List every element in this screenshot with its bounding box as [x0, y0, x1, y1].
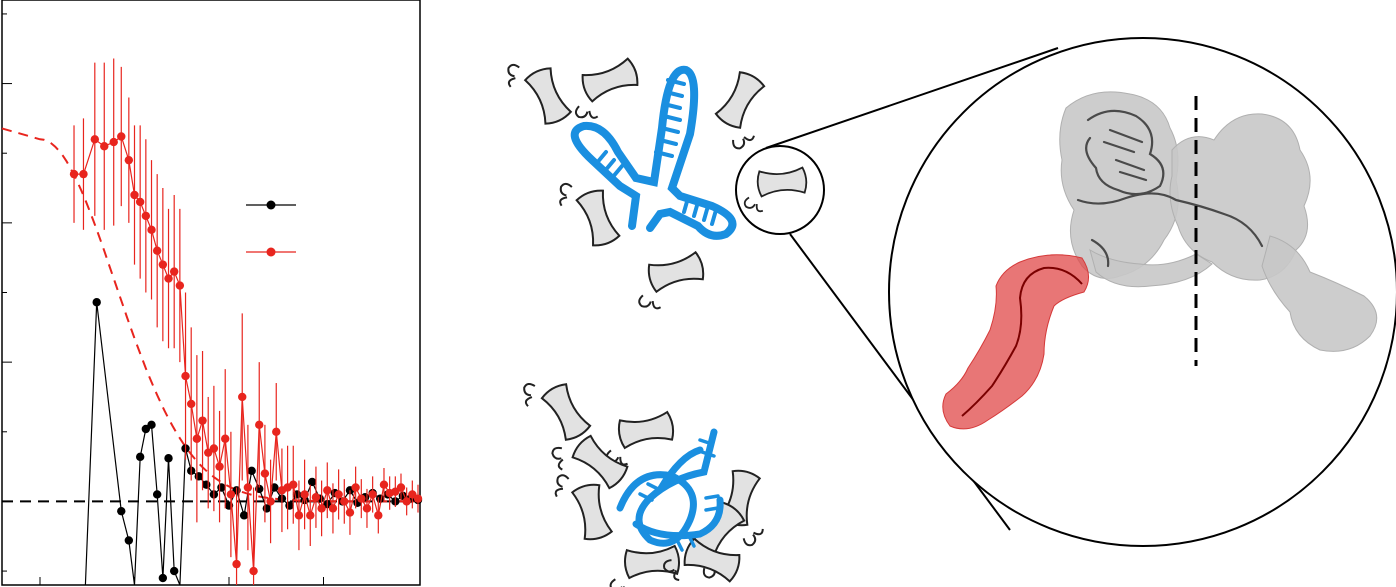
data-point: [217, 483, 226, 492]
data-point: [362, 504, 372, 513]
series-layer: [69, 58, 423, 586]
protein-structure-icon: [888, 37, 1396, 547]
data-point: [124, 155, 134, 165]
rna-branched-icon: [570, 65, 737, 240]
data-point: [238, 392, 247, 402]
data-point: [307, 477, 317, 487]
data-point: [90, 135, 100, 144]
data-point: [100, 142, 109, 151]
data-point: [202, 480, 211, 489]
data-point: [158, 573, 168, 583]
zoom-source-circle: [735, 145, 825, 235]
protein-dimer-icon: [517, 366, 593, 452]
data-point: [379, 480, 389, 489]
data-point: [368, 490, 377, 499]
data-point: [124, 536, 134, 545]
data-point: [79, 169, 88, 179]
data-point: [135, 452, 145, 462]
data-point: [209, 444, 219, 453]
data-point: [340, 497, 349, 506]
zoom-line-top: [765, 47, 1059, 149]
data-point: [311, 493, 321, 502]
data-point: [135, 197, 145, 207]
protein-dimer-icon: [501, 49, 574, 135]
data-point: [374, 511, 383, 520]
data-point: [396, 483, 406, 492]
data-point: [351, 483, 360, 492]
data-point: [285, 501, 294, 510]
data-point: [187, 399, 196, 409]
data-point: [147, 225, 156, 235]
data-point: [294, 511, 304, 520]
data-point: [69, 169, 79, 179]
data-point: [130, 190, 139, 200]
data-point: [169, 267, 179, 276]
data-point: [317, 504, 326, 513]
data-point: [357, 494, 366, 503]
legend: [246, 200, 296, 257]
data-point: [141, 211, 151, 221]
legend-marker-red: [266, 247, 276, 257]
data-point: [345, 508, 355, 517]
data-point: [158, 260, 168, 269]
data-point: [232, 559, 241, 569]
data-point: [198, 416, 207, 425]
data-point: [169, 566, 179, 576]
data-point: [192, 434, 202, 443]
series-line: [74, 135, 419, 572]
data-point: [215, 462, 224, 471]
data-point: [249, 566, 258, 576]
data-point: [164, 454, 173, 463]
data-point: [413, 494, 423, 503]
data-point: [328, 504, 338, 513]
data-point: [306, 511, 315, 520]
data-point: [164, 274, 173, 283]
data-point: [92, 298, 101, 307]
data-point: [334, 490, 343, 499]
data-point: [194, 472, 203, 481]
fit-curve: [1, 127, 418, 503]
data-point: [239, 511, 249, 520]
data-point: [109, 137, 118, 147]
correlation-chart: [1, 0, 423, 586]
series-red: [69, 58, 423, 585]
data-point: [376, 494, 385, 503]
data-point: [402, 497, 411, 506]
data-point: [272, 427, 281, 436]
data-point: [323, 486, 332, 495]
data-point: [266, 497, 275, 506]
legend-marker-black: [266, 200, 276, 210]
data-point: [175, 281, 185, 290]
data-point: [152, 246, 162, 255]
data-point: [289, 480, 298, 489]
data-point: [226, 490, 236, 499]
data-point: [181, 371, 190, 381]
protein-dimer-icon: [629, 250, 711, 314]
data-point: [221, 434, 230, 443]
rna-condensed-icon: [546, 410, 778, 587]
data-point: [243, 483, 253, 492]
data-point: [300, 490, 309, 499]
data-point: [152, 490, 162, 499]
protein-dimer-icon: [563, 56, 647, 125]
data-point: [117, 506, 126, 516]
data-point: [260, 469, 270, 478]
data-point: [147, 420, 156, 430]
protein-dimer-icon: [553, 171, 622, 255]
protein-dimer-icon: [705, 68, 781, 154]
data-point: [247, 466, 256, 475]
data-point: [255, 420, 264, 430]
data-point: [117, 132, 126, 141]
